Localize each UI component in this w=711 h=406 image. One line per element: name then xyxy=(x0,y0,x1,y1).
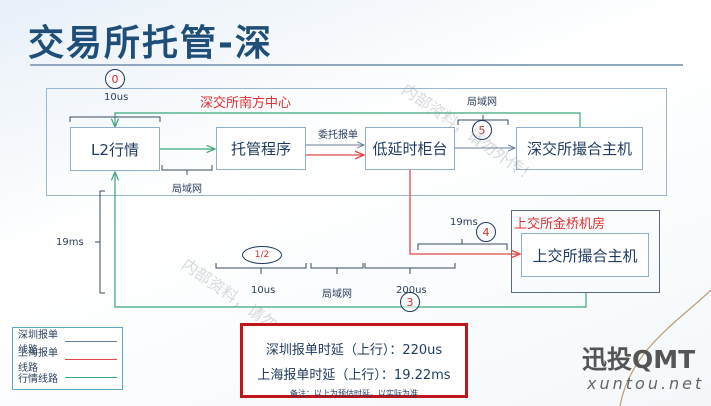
legend-item-sh: 上海报单线路 xyxy=(18,348,117,374)
page-title: 交易所托管-深 xyxy=(28,23,273,64)
latency-label-0: 10us xyxy=(104,92,129,103)
note: 备注：以上为预估时延，以实际为准 xyxy=(290,389,418,398)
latency-label-3: 200us xyxy=(396,285,427,296)
latency-label-4: 19ms xyxy=(450,217,478,228)
step-3-badge: 3 xyxy=(400,292,420,312)
sh-matching-host-box: 上交所撮合主机 xyxy=(521,233,649,277)
step-5-badge: 5 xyxy=(472,120,492,140)
sz-latency: 深圳报单时延（上行）：220us xyxy=(265,343,443,358)
brackets xyxy=(69,115,509,294)
sz-region-label: 深交所南方中心 xyxy=(200,96,292,111)
sh-order-line-2 xyxy=(409,170,520,254)
lan-label: 局域网 xyxy=(467,97,497,108)
sh-region-label: 上交所金桥机房 xyxy=(514,217,606,232)
legend-item-market: 行情线路 xyxy=(18,368,117,386)
market-data-line xyxy=(115,112,587,308)
latency-summary: 深圳报单时延（上行）：220us 上海报单时延（上行）：19.22ms 备注：以… xyxy=(240,323,468,398)
logo: 迅投QMT xyxy=(582,345,696,374)
arrow-icon xyxy=(65,358,117,360)
legend-item-sz: 深圳报单线路 xyxy=(18,330,117,356)
title-divider xyxy=(30,64,683,66)
step-0-badge: 0 xyxy=(105,69,125,89)
legend: 深圳报单线路 上海报单线路 行情线路 xyxy=(12,327,123,390)
sh-latency: 上海报单时延（上行）：19.22ms xyxy=(257,368,451,383)
step-4-badge: 4 xyxy=(476,222,496,242)
lan-label: 局域网 xyxy=(172,184,202,195)
arrow-icon xyxy=(65,376,117,378)
custody-program-box: 托管程序 xyxy=(216,127,306,170)
step-12-badge: 1/2 xyxy=(242,246,282,264)
latency-label-12: 10us xyxy=(251,285,276,296)
arrow-icon xyxy=(65,340,117,342)
sz-region xyxy=(46,88,667,196)
decorative-curve xyxy=(619,290,711,406)
low-latency-counter-box: 低延时柜台 xyxy=(365,127,455,170)
latency-label-left: 19ms xyxy=(56,237,84,248)
logo-url: xuntou.net xyxy=(587,374,705,393)
l2-market-box: L2行情 xyxy=(70,127,160,171)
order-label: 委托报单 xyxy=(318,130,358,141)
lan-label: 局域网 xyxy=(322,289,352,300)
sz-matching-host-box: 深交所撮合主机 xyxy=(516,127,643,170)
